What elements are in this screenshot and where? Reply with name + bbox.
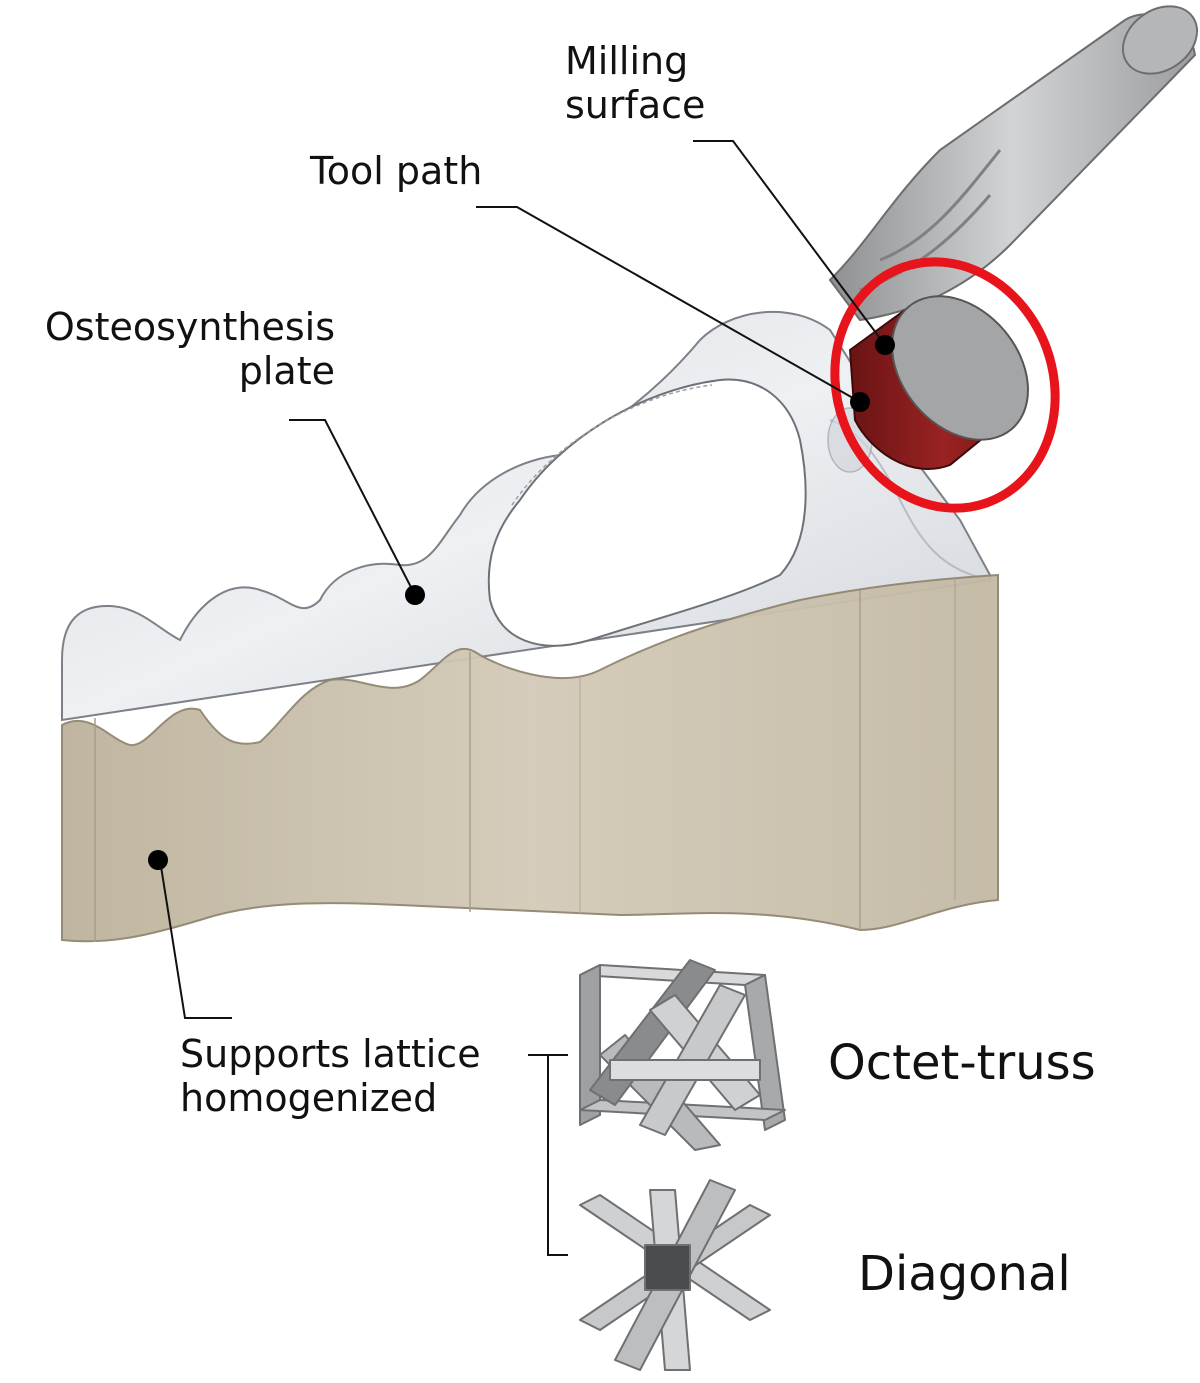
plate-marker [405,585,425,605]
support-marker [148,850,168,870]
osteosynthesis-plate-label: Osteosynthesis plate [44,305,335,393]
support-lattice-block [61,573,999,943]
tool-path-label: Tool path [310,149,483,193]
diagonal-label: Diagonal [858,1246,1071,1302]
leader-lines [159,140,886,1256]
milling-surface-label: Milling surface [565,39,706,127]
diagonal-cell [579,1179,771,1371]
highlight-ring [830,257,1060,513]
tool-path-marker [850,392,870,412]
octet-truss-cell [579,959,786,1151]
octet-truss-label: Octet-truss [828,1035,1096,1091]
milling-surface-marker [875,335,895,355]
supports-lattice-label: Supports lattice homogenized [180,1032,481,1120]
